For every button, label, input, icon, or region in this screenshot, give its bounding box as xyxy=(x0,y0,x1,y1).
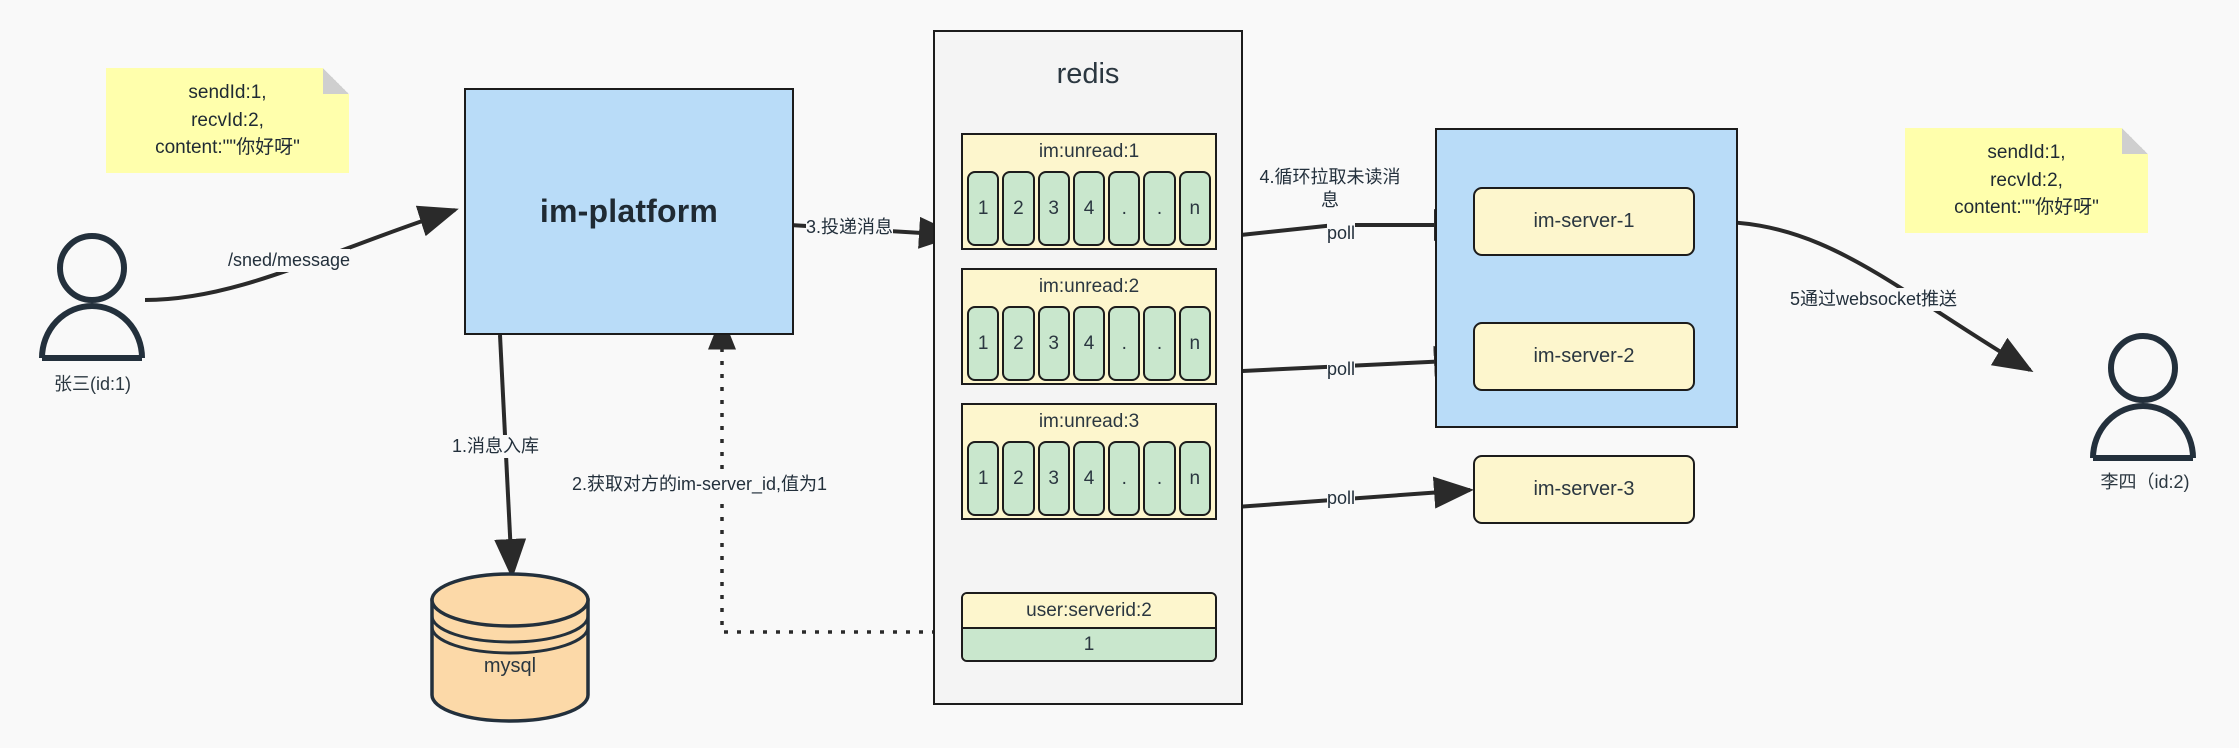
list-cell: n xyxy=(1178,306,1211,381)
list-cell: . xyxy=(1143,171,1176,246)
im-server-3-label: im-server-3 xyxy=(1533,478,1635,500)
edge-label-step1: 1.消息入库 xyxy=(452,435,540,458)
im-server-2-label: im-server-2 xyxy=(1533,345,1635,367)
redis-list-cells: 1 2 3 4 . . n xyxy=(965,171,1213,246)
redis-kv-value: 1 xyxy=(963,629,1215,660)
receiver-actor-icon xyxy=(2090,333,2196,461)
list-cell: 2 xyxy=(1002,306,1035,381)
redis-list-im-unread-1[interactable]: im:unread:1 1 2 3 4 . . n xyxy=(961,133,1217,250)
im-platform-label: im-platform xyxy=(539,193,719,229)
list-cell: . xyxy=(1108,441,1141,516)
list-cell: 1 xyxy=(967,306,1000,381)
mysql-cylinder-icon xyxy=(430,572,590,723)
redis-list-key: im:unread:3 xyxy=(1038,411,1140,432)
list-cell: 4 xyxy=(1072,441,1106,516)
list-cell: . xyxy=(1143,306,1176,381)
im-platform-box[interactable]: im-platform xyxy=(464,88,794,335)
edge-label-poll-3: poll xyxy=(1327,487,1356,510)
im-server-2[interactable]: im-server-2 xyxy=(1473,322,1695,391)
redis-title: redis xyxy=(1056,58,1120,90)
redis-list-key: im:unread:1 xyxy=(1038,141,1140,162)
list-cell: 4 xyxy=(1072,306,1106,381)
edge-label-poll-1: poll xyxy=(1327,222,1356,245)
list-cell: 2 xyxy=(1002,441,1035,516)
redis-kv-key: user:serverid:2 xyxy=(963,594,1215,629)
edge-label-step4: 4.循环拉取未读消息 xyxy=(1255,166,1405,211)
note-left: sendId:1, recvId:2, content:""你好呀" xyxy=(106,68,349,173)
list-cell: . xyxy=(1108,171,1141,246)
list-cell: . xyxy=(1108,306,1141,381)
list-cell: 3 xyxy=(1037,306,1070,381)
list-cell: 2 xyxy=(1002,171,1035,246)
note-left-text: sendId:1, recvId:2, content:""你好呀" xyxy=(155,82,300,159)
edge-label-send-message: /sned/message xyxy=(228,249,351,272)
edge-server1-to-receiver xyxy=(1691,219,2034,373)
redis-list-cells: 1 2 3 4 . . n xyxy=(965,306,1213,381)
redis-list-im-unread-3[interactable]: im:unread:3 1 2 3 4 . . n xyxy=(961,403,1217,520)
note-fold-icon xyxy=(2122,128,2148,154)
im-server-1[interactable]: im-server-1 xyxy=(1473,187,1695,256)
edge-label-step2: 2.获取对方的im-server_id,值为1 xyxy=(572,473,828,496)
edge-label-step5: 5通过websocket推送 xyxy=(1790,288,1958,311)
list-cell: 4 xyxy=(1072,171,1106,246)
note-fold-icon xyxy=(323,68,349,94)
list-cell: 1 xyxy=(967,171,1000,246)
mysql-label: mysql xyxy=(483,655,537,677)
edge-label-poll-2: poll xyxy=(1327,358,1356,381)
sender-actor-icon xyxy=(39,233,145,361)
redis-kv-user-serverid[interactable]: user:serverid:2 1 xyxy=(961,592,1217,662)
sender-label: 张三(id:1) xyxy=(53,374,131,394)
note-right-text: sendId:1, recvId:2, content:""你好呀" xyxy=(1954,142,2099,219)
list-cell: . xyxy=(1143,441,1176,516)
im-server-1-label: im-server-1 xyxy=(1533,210,1635,232)
edge-label-step3: 3.投递消息 xyxy=(806,216,894,239)
list-cell: n xyxy=(1178,171,1211,246)
list-cell: 3 xyxy=(1037,441,1070,516)
redis-list-key: im:unread:2 xyxy=(1038,276,1140,297)
redis-list-cells: 1 2 3 4 . . n xyxy=(965,441,1213,516)
list-cell: 1 xyxy=(967,441,1000,516)
list-cell: 3 xyxy=(1037,171,1070,246)
receiver-label: 李四（id:2) xyxy=(2100,472,2190,492)
list-cell: n xyxy=(1178,441,1211,516)
redis-list-im-unread-2[interactable]: im:unread:2 1 2 3 4 . . n xyxy=(961,268,1217,385)
note-right: sendId:1, recvId:2, content:""你好呀" xyxy=(1905,128,2148,233)
im-server-3[interactable]: im-server-3 xyxy=(1473,455,1695,524)
